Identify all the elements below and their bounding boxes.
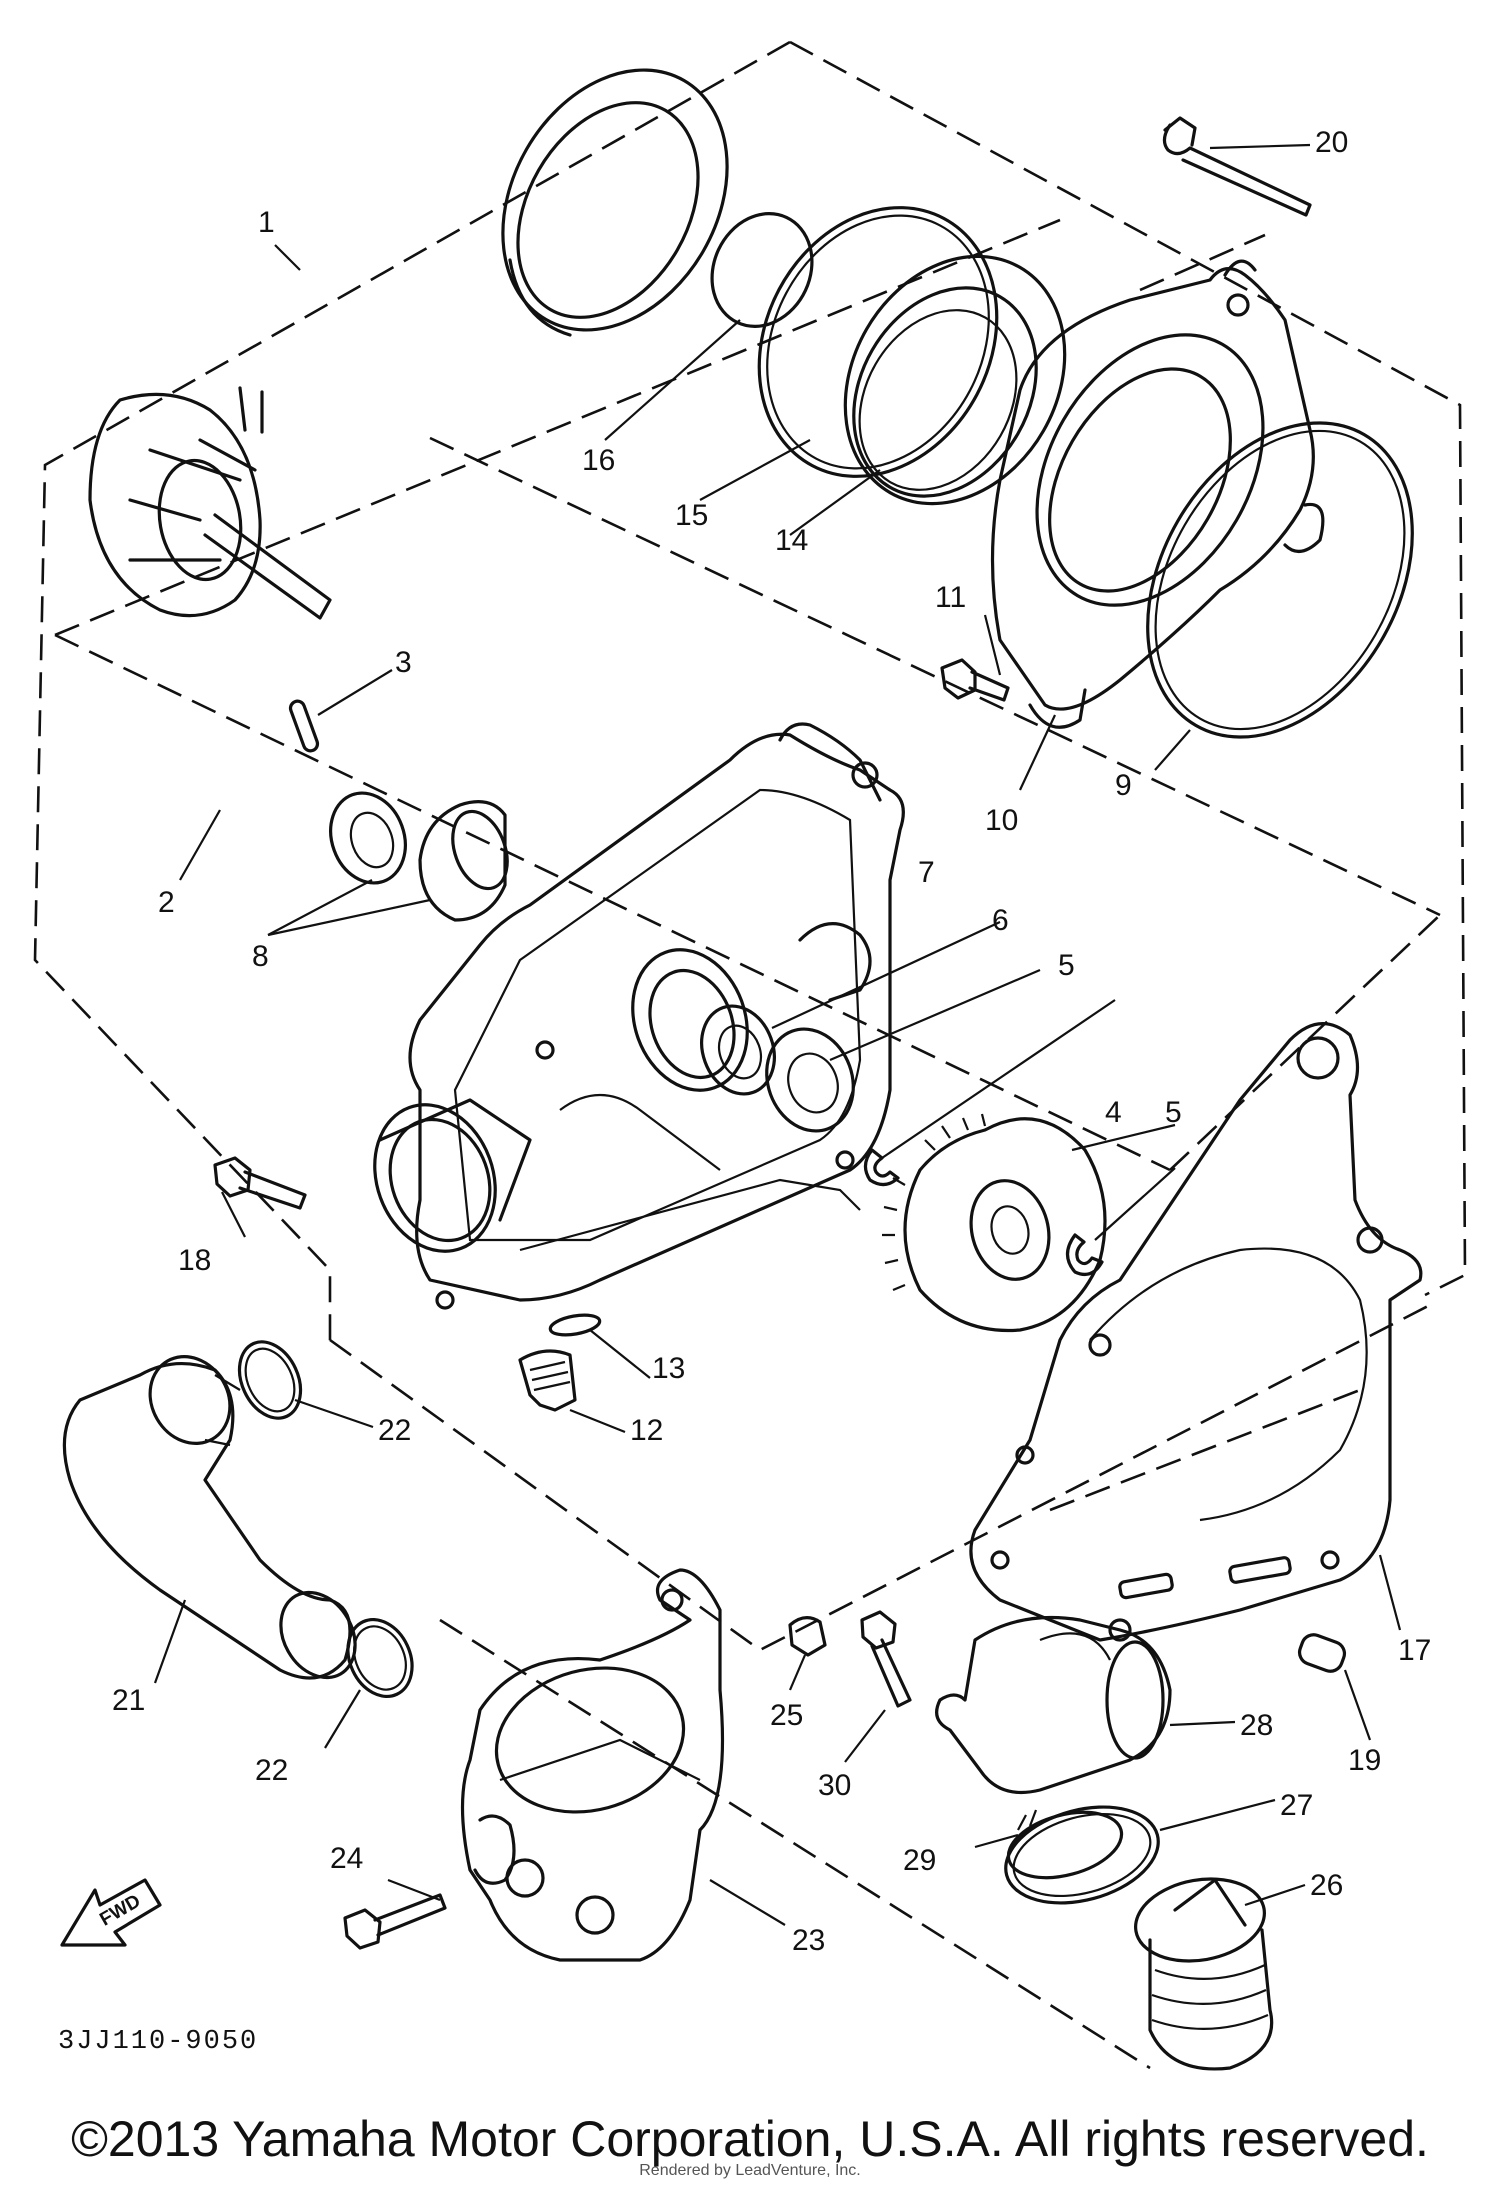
callout-25: 25: [770, 1699, 803, 1732]
callout-12: 12: [630, 1414, 663, 1447]
callout-9: 9: [1115, 769, 1132, 802]
part-8-mechanical-seal: [418, 800, 509, 922]
callout-17: 17: [1398, 1634, 1431, 1667]
callout-14: 14: [775, 524, 808, 557]
part-5-circlip-a: [863, 1148, 900, 1187]
callout-16: 16: [582, 444, 615, 477]
callout-30: 30: [818, 1769, 851, 1802]
part-3-pin: [288, 699, 320, 753]
part-9-large-o-ring: [1146, 421, 1414, 739]
callout-13: 13: [652, 1352, 685, 1385]
part-13-o-ring: [548, 1313, 602, 1337]
callout-18: 18: [178, 1244, 211, 1277]
fwd-label: FWD: [96, 1891, 144, 1931]
part-26-thermostat: [1134, 1877, 1274, 2071]
part-28-thermostat-cover: [935, 1615, 1172, 1795]
part-5-circlip-b: [1065, 1233, 1104, 1276]
copyright-notice: ©2013 Yamaha Motor Corporation, U.S.A. A…: [71, 2111, 1429, 2167]
part-25-plug: [788, 1616, 827, 1657]
part-18-bolt: [213, 1156, 307, 1210]
part-17-gasket: [969, 1022, 1423, 1642]
callout-1: 1: [258, 206, 275, 239]
callout-11: 11: [935, 581, 966, 614]
part-23-thermostat-housing: [460, 1568, 725, 1962]
part-15-o-ring: [757, 206, 999, 478]
callout-10: 10: [985, 804, 1018, 837]
part-7-bearing: [700, 1004, 776, 1096]
callout-24: 24: [330, 1842, 363, 1875]
callout-15: 15: [675, 499, 708, 532]
part-2-impeller: [88, 386, 332, 620]
part-22-o-ring-a: [237, 1340, 303, 1420]
callout-22a: 22: [378, 1414, 411, 1447]
callout-26: 26: [1310, 1869, 1343, 1902]
callout-27: 27: [1280, 1789, 1313, 1822]
callout-8: 8: [252, 940, 269, 973]
callout-5a: 5: [1058, 949, 1075, 982]
part-10-pump-cover: [990, 259, 1325, 729]
callout-3: 3: [395, 646, 412, 679]
callout-2: 2: [158, 886, 175, 919]
callout-6: 6: [992, 904, 1009, 937]
part-20-long-bolt: [1162, 116, 1312, 217]
render-credit: Rendered by LeadVenture, Inc.: [639, 2162, 861, 2179]
part-30-bolt: [860, 1610, 912, 1708]
callout-22b: 22: [255, 1754, 288, 1787]
part-6-bearing: [765, 1027, 855, 1133]
part-8-bearing-seal: [329, 791, 407, 885]
part-22-o-ring-b: [346, 1617, 414, 1699]
assembly-boundary-lines: [33, 40, 1467, 2070]
callout-20: 20: [1315, 126, 1348, 159]
callout-numbers: 1 2 3 4 5 5 6 7 8 9 10 11 12 13 14 15 16…: [112, 126, 1431, 1957]
callout-19: 19: [1348, 1744, 1381, 1777]
callout-5b: 5: [1165, 1096, 1182, 1129]
part-14-seal-ring: [843, 254, 1067, 506]
callout-23: 23: [792, 1924, 825, 1957]
drawing-number: 3JJ110-9050: [58, 2027, 258, 2057]
part-4-gear: [882, 1113, 1107, 1333]
part-16-oil-seal: [501, 68, 729, 337]
callout-7: 7: [918, 856, 935, 889]
part-24-bolt: [343, 1893, 447, 1950]
callout-28: 28: [1240, 1709, 1273, 1742]
callout-4: 4: [1105, 1096, 1122, 1129]
part-11-bolt: [940, 658, 1010, 702]
part-21-elbow-pipe: [62, 1355, 357, 1680]
leader-lines: [153, 143, 1402, 1926]
part-16-disc: [710, 212, 814, 328]
callout-29: 29: [903, 1844, 936, 1877]
fwd-arrow-icon: FWD: [60, 1878, 162, 1947]
pump-housing: [373, 722, 905, 1310]
part-12-drain-bolt: [518, 1349, 577, 1412]
callout-21: 21: [112, 1684, 145, 1717]
part-27-o-ring: [1004, 1805, 1160, 1905]
part-19-dowel: [1297, 1633, 1347, 1673]
